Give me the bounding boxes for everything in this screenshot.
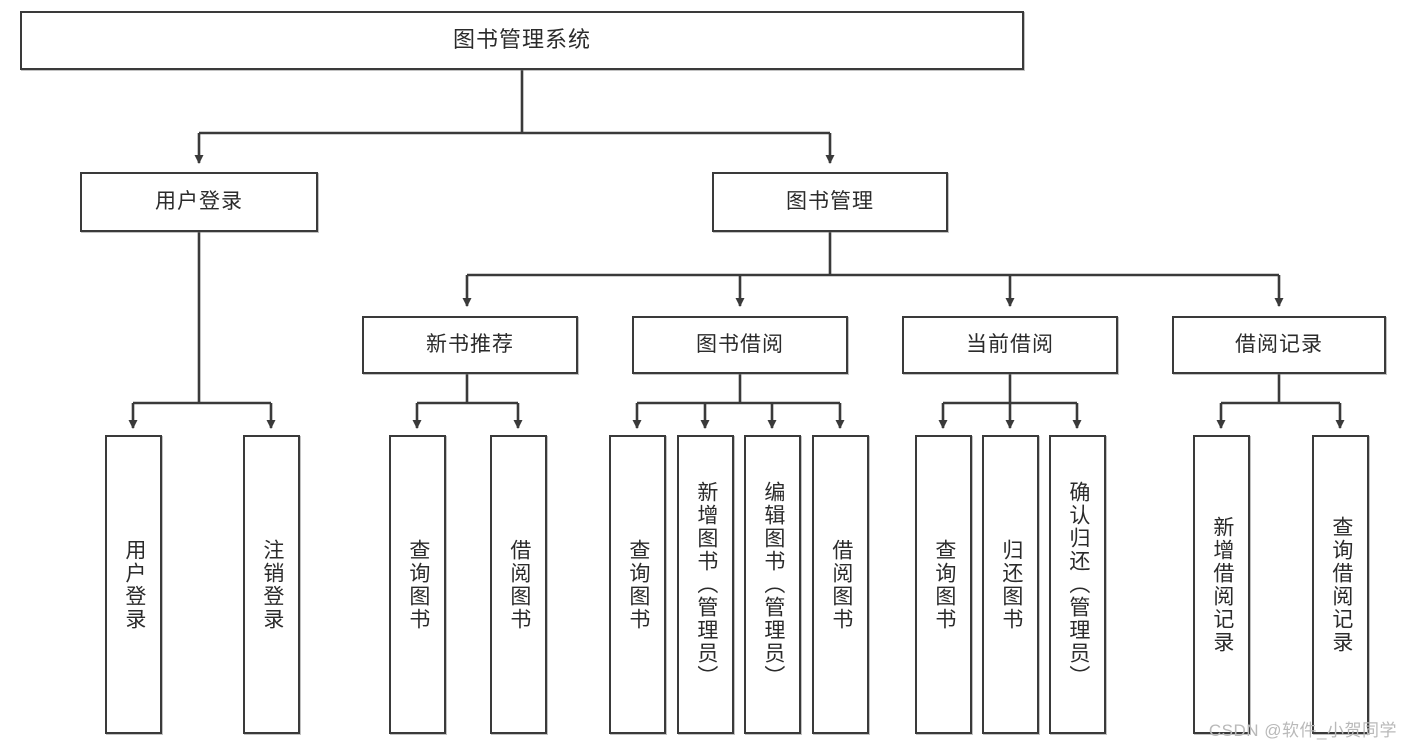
node-label: 确认归还（管理员） <box>1066 481 1090 688</box>
node-label: 当前借阅 <box>966 333 1054 357</box>
node-label: 图书管理 <box>786 190 874 214</box>
node-label: 新增图书（管理员） <box>694 481 718 688</box>
node-label: 归还图书 <box>999 538 1023 631</box>
node-book-management-system[interactable]: 图书管理系统 <box>20 11 1024 70</box>
node-borrow-records[interactable]: 借阅记录 <box>1172 316 1386 374</box>
leaf-user-login[interactable]: 用户登录 <box>105 435 162 734</box>
leaf-query-books-borrow[interactable]: 查询图书 <box>609 435 666 734</box>
node-label: 查询图书 <box>406 538 430 631</box>
node-book-management[interactable]: 图书管理 <box>712 172 948 232</box>
node-label: 图书借阅 <box>696 333 784 357</box>
node-label: 新增借阅记录 <box>1210 515 1234 654</box>
node-label: 借阅记录 <box>1235 333 1323 357</box>
node-label: 查询图书 <box>626 538 650 631</box>
node-label: 用户登录 <box>155 190 243 214</box>
node-current-borrow[interactable]: 当前借阅 <box>902 316 1118 374</box>
node-label: 用户登录 <box>122 538 146 631</box>
node-user-login[interactable]: 用户登录 <box>80 172 318 232</box>
leaf-query-borrow-record[interactable]: 查询借阅记录 <box>1312 435 1369 734</box>
leaf-borrow-books-recommend[interactable]: 借阅图书 <box>490 435 547 734</box>
leaf-borrow-books[interactable]: 借阅图书 <box>812 435 869 734</box>
leaf-add-book-admin[interactable]: 新增图书（管理员） <box>677 435 734 734</box>
node-label: 借阅图书 <box>507 538 531 631</box>
leaf-confirm-return-admin[interactable]: 确认归还（管理员） <box>1049 435 1106 734</box>
leaf-query-books-current[interactable]: 查询图书 <box>915 435 972 734</box>
watermark-text: CSDN @软件_小贺同学 <box>1208 721 1397 740</box>
node-label: 新书推荐 <box>426 333 514 357</box>
node-label: 编辑图书（管理员） <box>761 481 785 688</box>
node-book-borrow[interactable]: 图书借阅 <box>632 316 848 374</box>
node-label: 注销登录 <box>260 538 284 631</box>
node-label: 查询借阅记录 <box>1329 515 1353 654</box>
node-label: 图书管理系统 <box>452 27 591 53</box>
leaf-logout[interactable]: 注销登录 <box>243 435 300 734</box>
node-label: 查询图书 <box>932 538 956 631</box>
leaf-return-books[interactable]: 归还图书 <box>982 435 1039 734</box>
node-label: 借阅图书 <box>829 538 853 631</box>
node-new-book-recommendation[interactable]: 新书推荐 <box>362 316 578 374</box>
leaf-query-books-recommend[interactable]: 查询图书 <box>389 435 446 734</box>
leaf-edit-book-admin[interactable]: 编辑图书（管理员） <box>744 435 801 734</box>
leaf-add-borrow-record[interactable]: 新增借阅记录 <box>1193 435 1250 734</box>
